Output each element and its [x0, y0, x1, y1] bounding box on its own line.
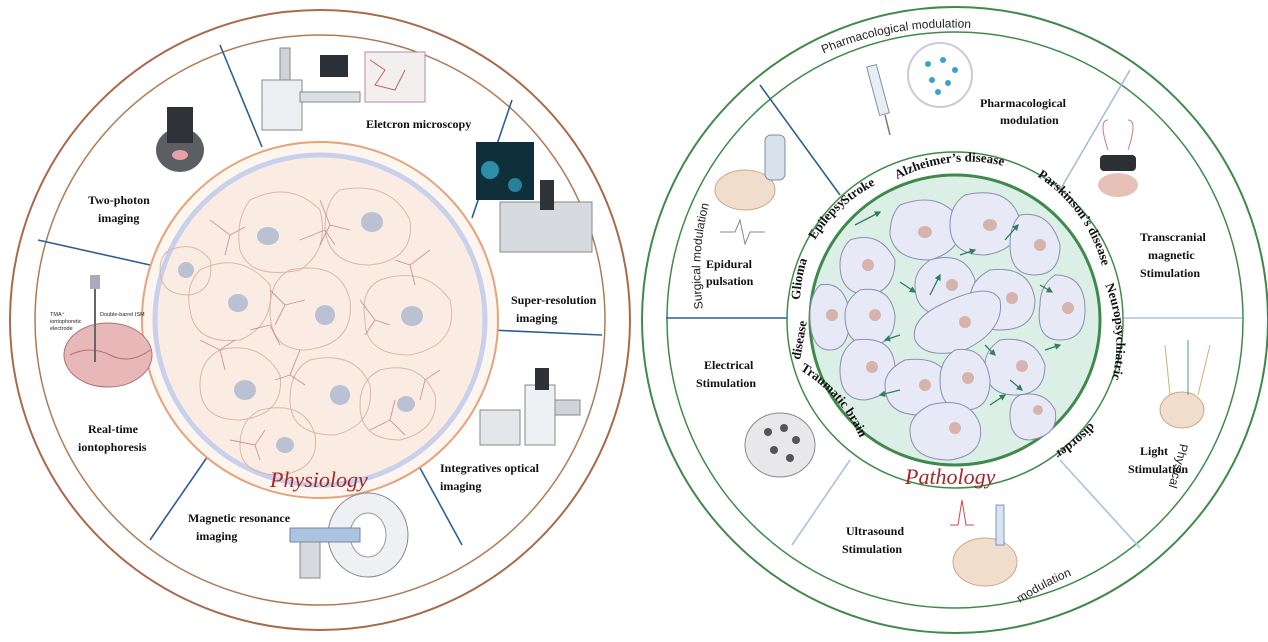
label-optical-imaging-1: Integratives optical	[440, 461, 540, 475]
label-super-resolution-2: imaging	[516, 311, 557, 325]
label-epidural-1: Epidural	[706, 257, 753, 271]
epidural-mouse-icon	[714, 134, 786, 246]
label-two-photon-2: imaging	[98, 211, 139, 225]
ultrasound-mouse-icon	[950, 499, 1018, 587]
right-middle-ring	[666, 31, 1244, 609]
eeg-cap-icon	[744, 412, 816, 478]
label-mri-1: Magnetic resonance	[188, 511, 291, 525]
label-pharmacological-1: Pharmacological	[980, 96, 1067, 110]
physiology-title: Physiology	[269, 467, 368, 492]
label-tms-1: Transcranial	[1140, 230, 1206, 244]
two-photon-mouse-icon	[156, 107, 204, 172]
optical-imaging-microscope-icon	[479, 368, 581, 446]
label-pharmacological-2: modulation	[1000, 113, 1059, 127]
label-mri-2: imaging	[196, 529, 237, 543]
iontophoresis-annotations: TMA⁺ iontophoretic electrode Double-barr…	[50, 311, 145, 332]
label-epidural-2: pulsation	[706, 274, 754, 288]
label-super-resolution-1: Super-resolution	[511, 293, 597, 307]
tma-annotation-line-2: iontophoretic	[50, 319, 82, 325]
left-section-labels: Eletcron microscopy Super-resolution ima…	[78, 117, 597, 543]
label-two-photon-1: Two-photon	[88, 193, 150, 207]
drug-particles-icon	[907, 42, 973, 108]
pathology-title: Pathology	[904, 464, 996, 489]
label-tms-3: Stimulation	[1140, 266, 1200, 280]
syringe-icon	[866, 63, 891, 136]
brain-electrode-icon	[63, 275, 153, 388]
label-iontophoresis-2: iontophoresis	[78, 440, 147, 454]
tms-coil-icon	[1098, 119, 1138, 197]
label-light-2: Stimulation	[1128, 462, 1188, 476]
tma-annotation-line-3: electrode	[50, 326, 73, 332]
super-resolution-image-icon	[476, 142, 593, 253]
label-iontophoresis-1: Real-time	[88, 422, 139, 436]
left-middle-ring	[34, 34, 606, 606]
disease-tbi-disease: disease	[788, 319, 810, 360]
right-section-labels: Pharmacological modulation Transcranial …	[696, 96, 1206, 556]
label-electrical-1: Electrical	[704, 358, 754, 372]
label-optical-imaging-2: imaging	[440, 479, 481, 493]
label-ultrasound-1: Ultrasound	[846, 524, 904, 538]
label-ultrasound-2: Stimulation	[842, 542, 902, 556]
pathology-cells	[809, 192, 1086, 461]
label-tms-2: magnetic	[1148, 248, 1195, 262]
interaction-arrows	[854, 211, 1062, 406]
physiology-diagram: TMA⁺ iontophoretic electrode Double-barr…	[9, 9, 631, 631]
physiology-cells	[159, 187, 453, 476]
pathology-diagram: Pharmacological modulation Surgical modu…	[641, 6, 1268, 634]
ism-annotation: Double-barrel ISM	[100, 312, 145, 318]
label-electron-microscopy: Eletcron microscopy	[366, 117, 471, 131]
electron-microscope-icon	[261, 47, 426, 131]
mri-scanner-icon	[289, 492, 409, 579]
tma-annotation-line-1: TMA⁺	[50, 311, 65, 318]
label-electrical-2: Stimulation	[696, 376, 756, 390]
light-stimulation-mouse-icon	[1159, 340, 1211, 429]
right-section-dividers	[666, 69, 1242, 549]
label-light-1: Light	[1140, 444, 1168, 458]
